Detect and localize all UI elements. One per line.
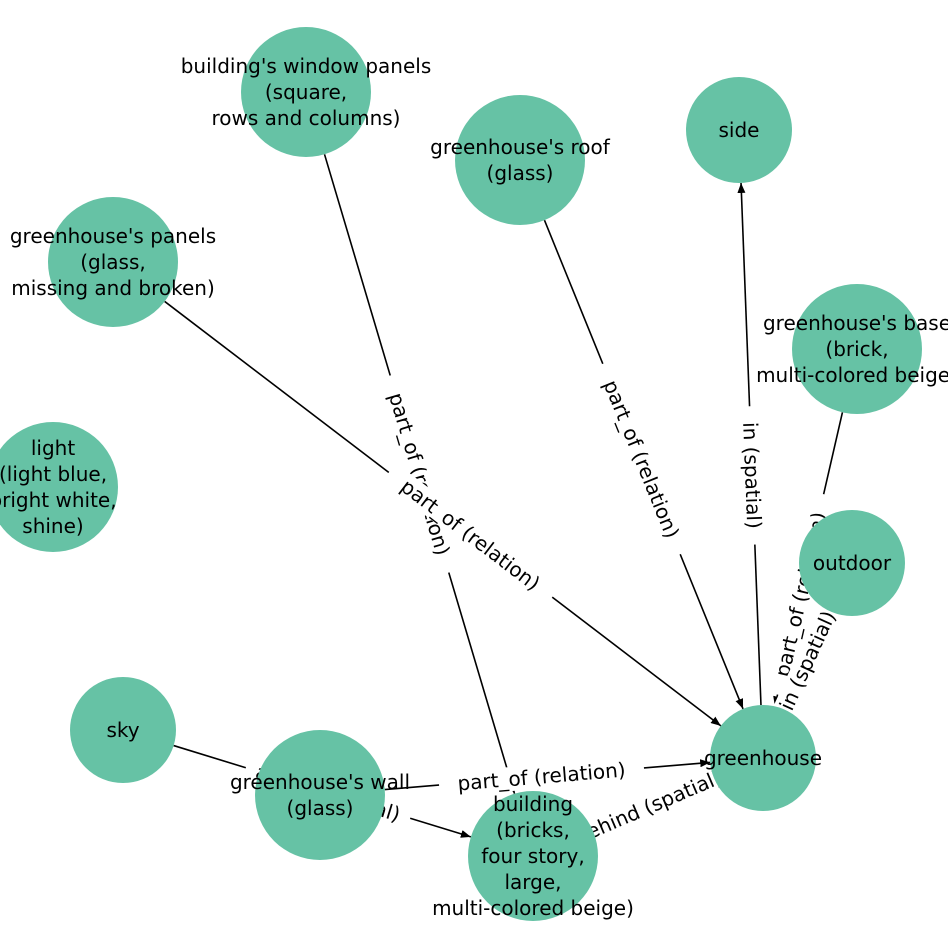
- node-circle-sky: [70, 677, 176, 783]
- node-label-base: (brick,: [825, 337, 888, 361]
- edge-label-background: [767, 592, 848, 729]
- edge-label-text: part_of (relation): [457, 758, 627, 796]
- node-label-roof: (glass): [487, 161, 554, 185]
- node-light: light(light blue,bright white,shine): [0, 422, 118, 552]
- node-label-building: multi-colored beige): [432, 896, 634, 920]
- node-base: greenhouse's base(brick,multi-colored be…: [756, 284, 948, 414]
- edge-label-background: [559, 760, 737, 854]
- node-label-sky: sky: [106, 718, 139, 742]
- node-roof: greenhouse's roof(glass): [430, 95, 611, 225]
- node-label-building: large,: [504, 870, 561, 894]
- node-building: building(bricks,four story,large,multi-c…: [432, 791, 634, 921]
- node-label-greenhouse: greenhouse: [704, 746, 822, 770]
- node-label-light: shine): [22, 514, 83, 538]
- node-label-building: four story,: [481, 844, 584, 868]
- node-wall: greenhouse's wall(glass): [230, 730, 410, 860]
- node-label-panels: (glass,: [80, 250, 146, 274]
- node-label-window_panels: building's window panels: [181, 54, 432, 78]
- node-outdoor: outdoor: [799, 510, 905, 616]
- node-label-window_panels: rows and columns): [212, 106, 401, 130]
- edge-label-wall-greenhouse: part_of (relation): [438, 755, 645, 798]
- node-circle-outdoor: [799, 510, 905, 616]
- node-label-panels: missing and broken): [11, 276, 215, 300]
- node-label-wall: greenhouse's wall: [230, 770, 410, 794]
- node-label-light: bright white,: [0, 488, 117, 512]
- edge-label-background: [591, 359, 692, 559]
- edge-label-text: in (spatial): [738, 422, 766, 530]
- node-label-wall: (glass): [287, 796, 354, 820]
- edge-label-background: [381, 462, 560, 607]
- node-circle-greenhouse: [710, 705, 816, 811]
- node-label-building: building: [493, 792, 573, 816]
- edge-label-text: part_of (relation): [599, 376, 685, 541]
- node-sky: sky: [70, 677, 176, 783]
- node-circle-roof: [455, 95, 585, 225]
- node-greenhouse: greenhouse: [704, 705, 822, 811]
- edge-label-greenhouse-side: in (spatial): [737, 405, 767, 546]
- node-label-light: light: [31, 436, 75, 460]
- nodes-layer: building's window panels(square,rows and…: [0, 27, 948, 921]
- node-circle-panels: [48, 197, 178, 327]
- node-label-roof: greenhouse's roof: [430, 135, 611, 159]
- node-circle-window_panels: [241, 27, 371, 157]
- node-label-panels: greenhouse's panels: [10, 224, 216, 248]
- node-side: side: [686, 77, 792, 183]
- node-circle-light: [0, 422, 118, 552]
- node-label-base: greenhouse's base: [763, 311, 948, 335]
- edge-label-text: part_of (relation): [396, 474, 544, 595]
- edge-label-roof-greenhouse: part_of (relation): [591, 359, 692, 559]
- node-label-base: multi-colored beige): [756, 363, 948, 387]
- node-window_panels: building's window panels(square,rows and…: [181, 27, 432, 157]
- node-circle-side: [686, 77, 792, 183]
- node-circle-building: [468, 791, 598, 921]
- node-label-window_panels: (square,: [265, 80, 347, 104]
- edge-label-panels-greenhouse: part_of (relation): [381, 462, 560, 607]
- node-label-outdoor: outdoor: [813, 551, 892, 575]
- node-panels: greenhouse's panels(glass,missing and br…: [10, 197, 216, 327]
- node-label-light: (light blue,: [0, 462, 107, 486]
- edge-label-background: [438, 755, 645, 798]
- node-circle-base: [792, 284, 922, 414]
- edge-label-background: [737, 405, 767, 546]
- node-circle-wall: [255, 730, 385, 860]
- node-label-side: side: [719, 118, 760, 142]
- node-label-building: (bricks,: [496, 818, 570, 842]
